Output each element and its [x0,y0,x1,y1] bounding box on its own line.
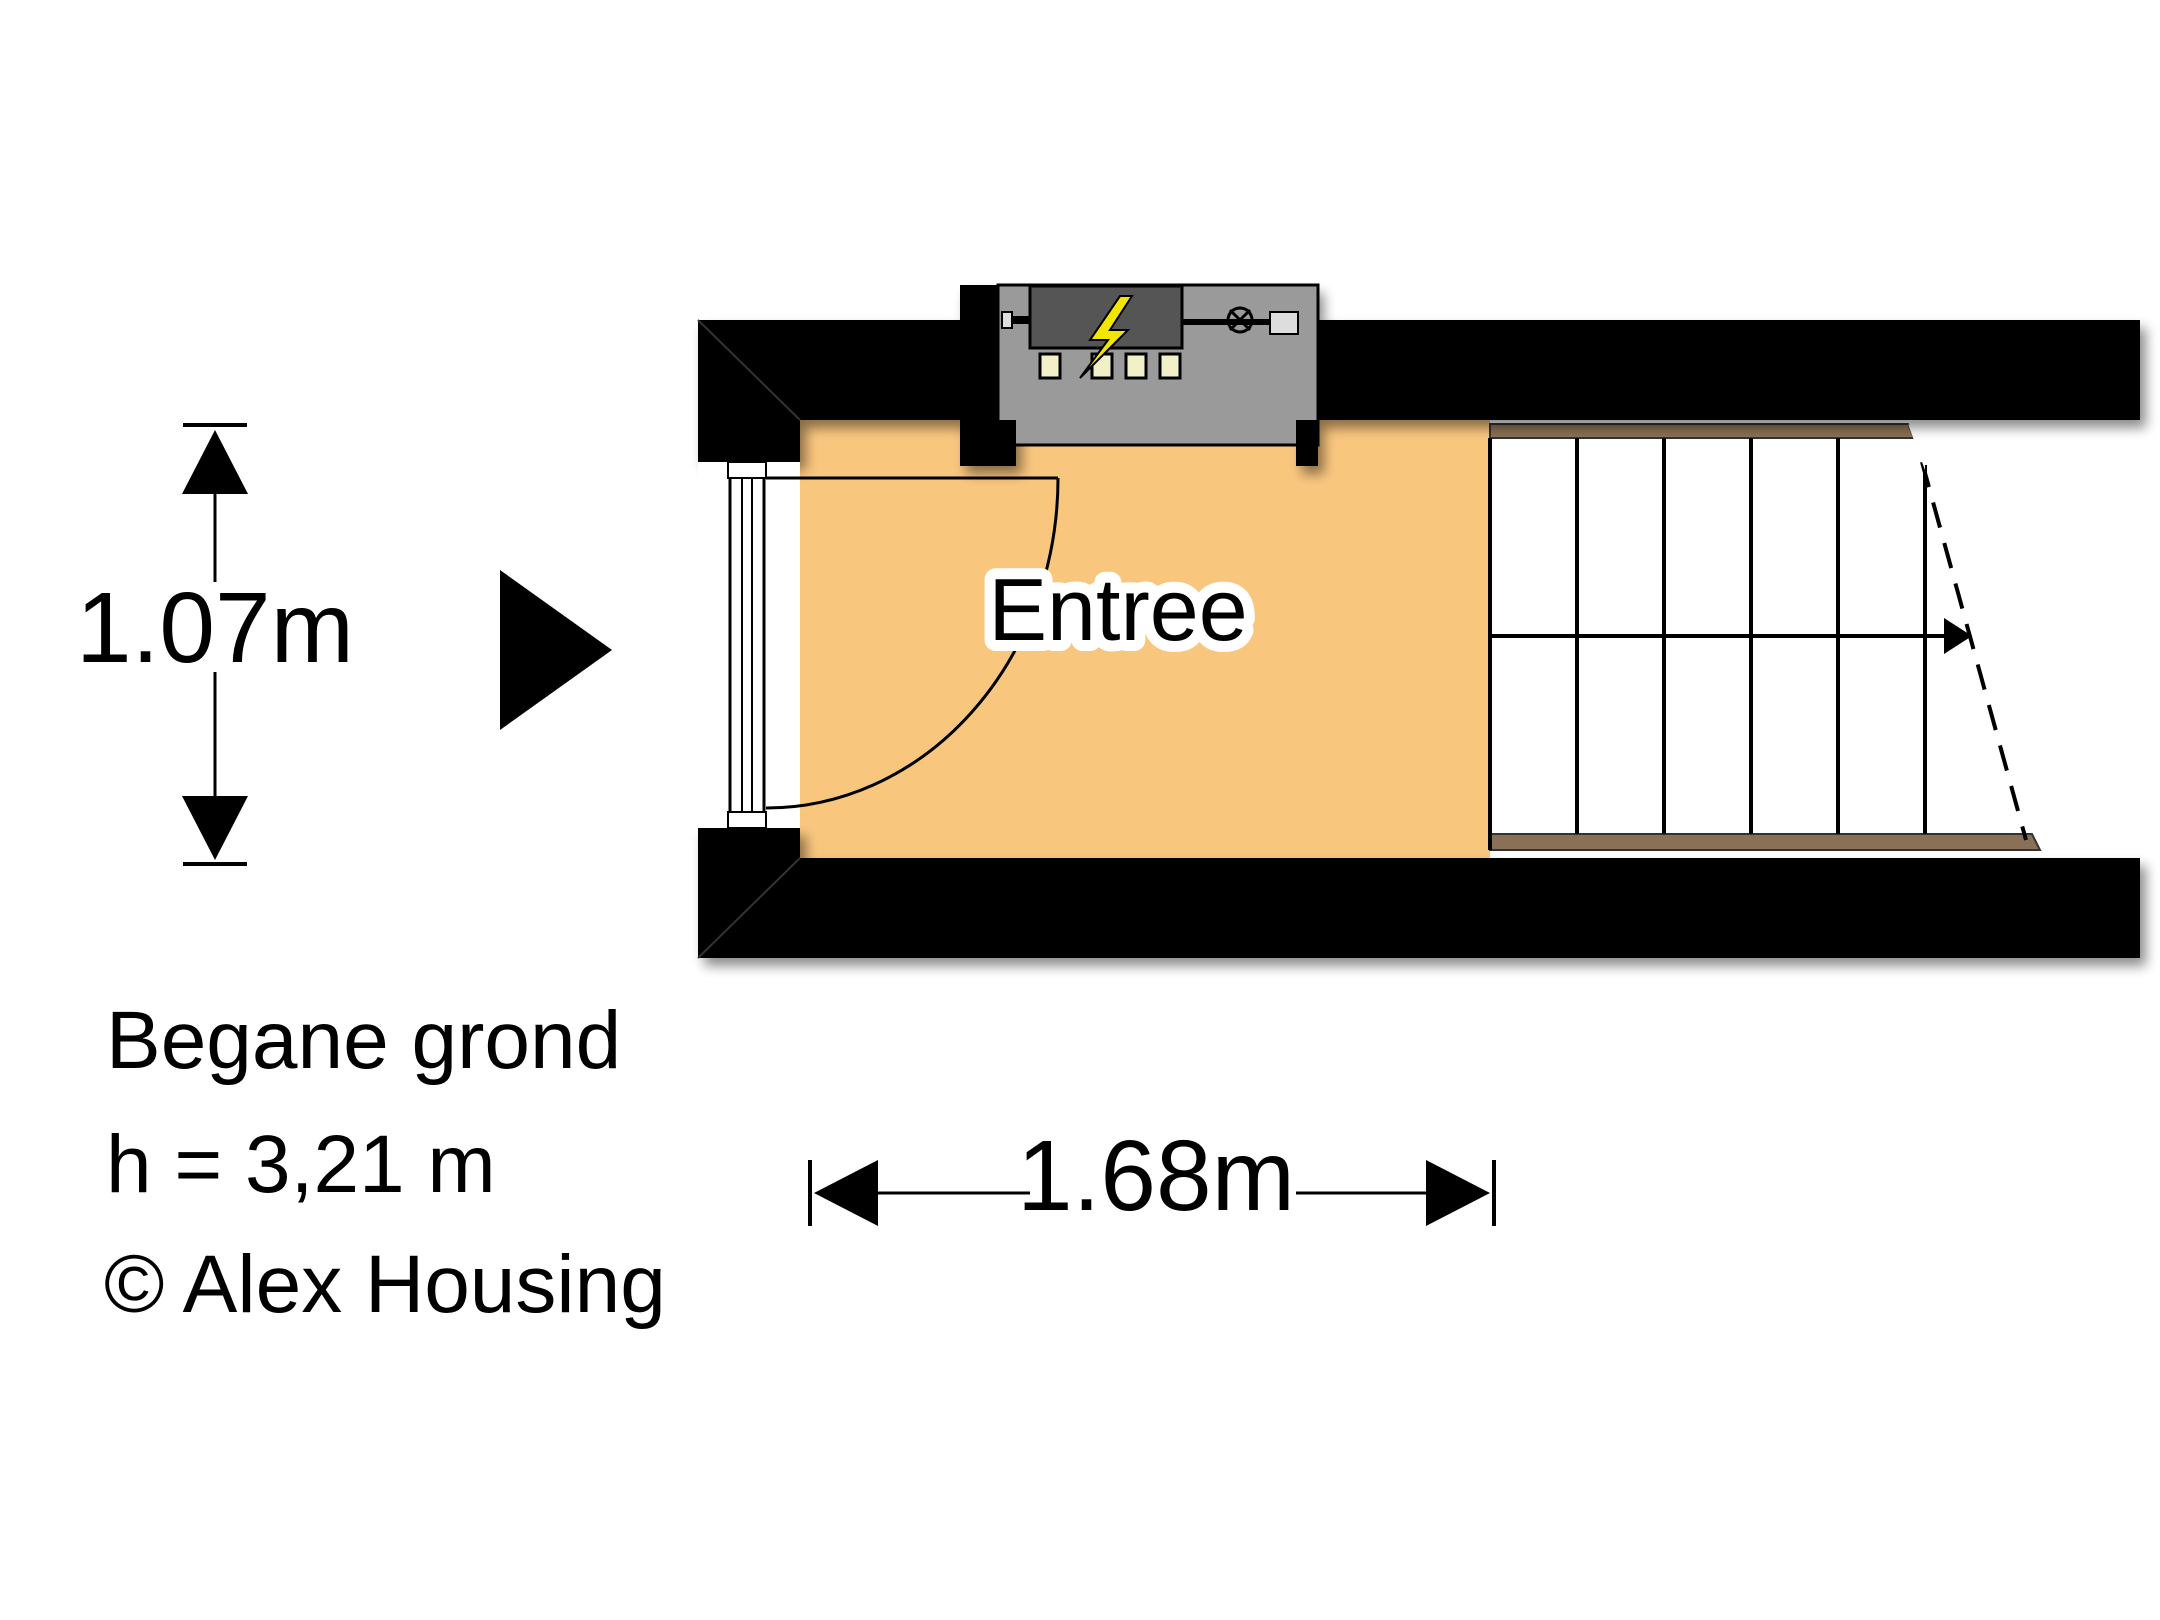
staircase [1488,423,2042,851]
room-label-halo: Entree [988,560,1247,659]
lightning-icon [1079,295,1134,379]
room-label: Entree [988,560,1247,659]
floor-name: Begane grond [106,995,621,1086]
front-door [698,460,1060,830]
electricity-meter-icon [960,283,1320,466]
copyright: © Alex Housing [104,1239,666,1330]
entrance-arrow-icon [500,570,612,730]
horizontal-dimension: 1.68m [808,1120,1496,1232]
floor-height: h = 3,21 m [106,1119,496,1210]
horizontal-dimension-label: 1.68m [1017,1120,1295,1232]
vertical-dimension: 1.07m [76,423,354,866]
vertical-dimension-label: 1.07m [76,572,354,684]
entree-floor [800,420,1490,860]
